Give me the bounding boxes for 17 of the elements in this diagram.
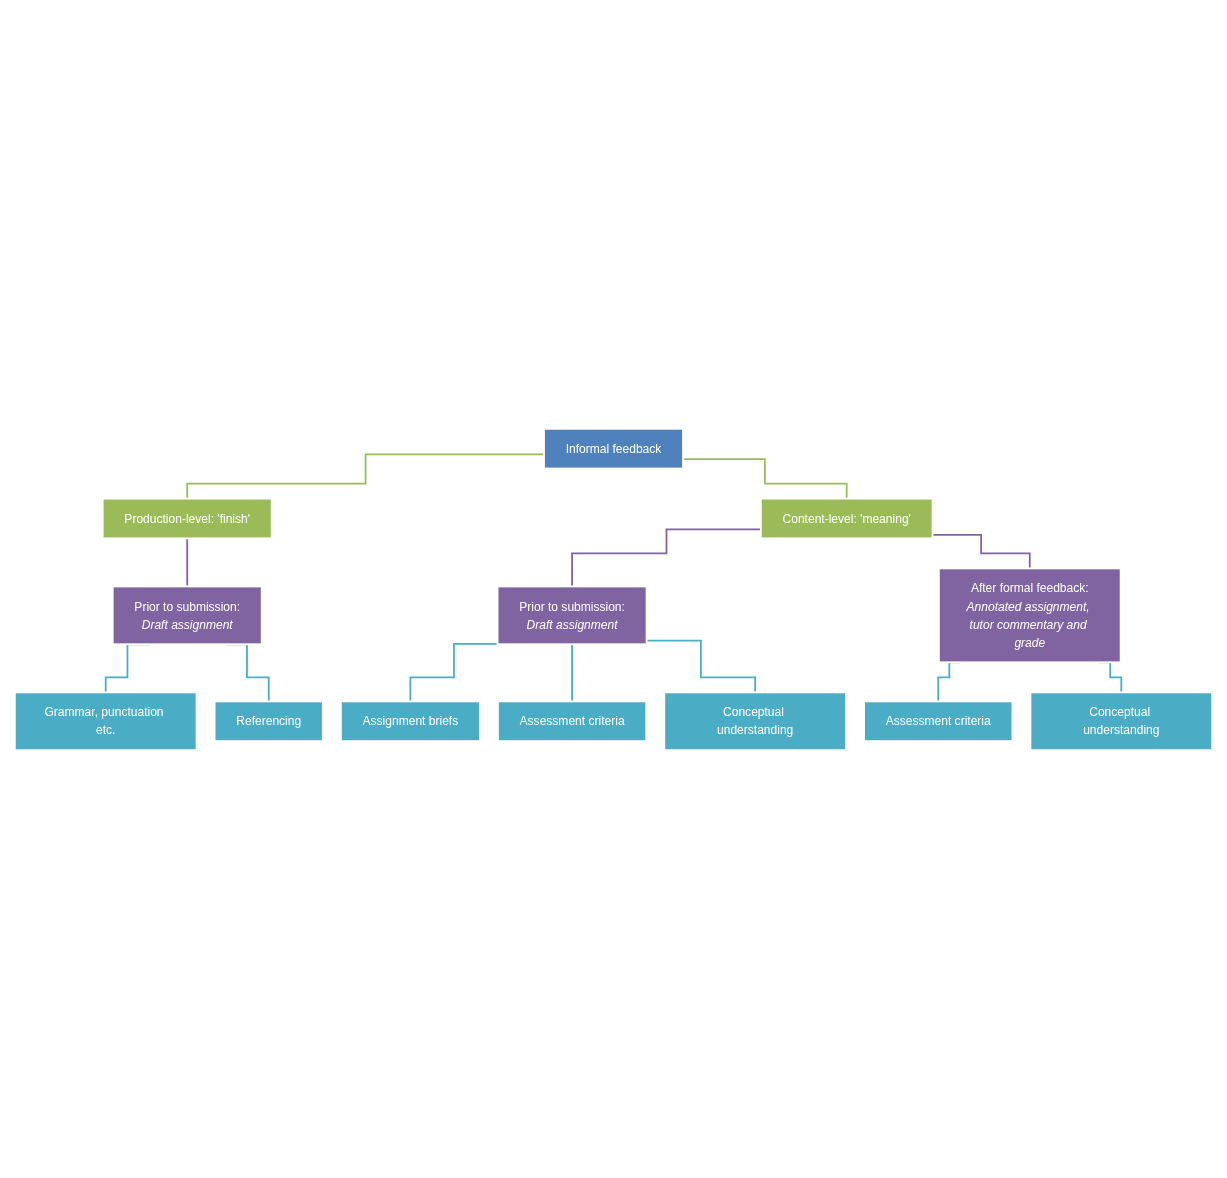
connector [571,642,573,702]
process-box: After formal feedback: Annotated assignment, tutor commentary and grade [938,567,1122,663]
process-box: Assignment briefs [339,700,481,742]
process-box: Informal feedback [543,427,684,469]
process-box: Content-level: 'meaning' [759,497,934,539]
process-box: Conceptual understanding [1029,691,1214,751]
process-box: Production-level: 'finish' [101,497,273,539]
process-box: Referencing [213,700,324,742]
process-box: Prior to submission: Draft assignment [496,585,648,645]
process-box: Conceptual understanding [663,691,847,751]
process-box: Grammar, punctuation etc. [13,691,198,751]
process-box: Prior to submission: Draft assignment [111,585,263,645]
process-box: Assessment criteria [863,700,1014,742]
connector [186,452,545,500]
process-box: Assessment criteria [497,700,648,742]
connector [409,642,499,702]
connector [186,536,189,587]
